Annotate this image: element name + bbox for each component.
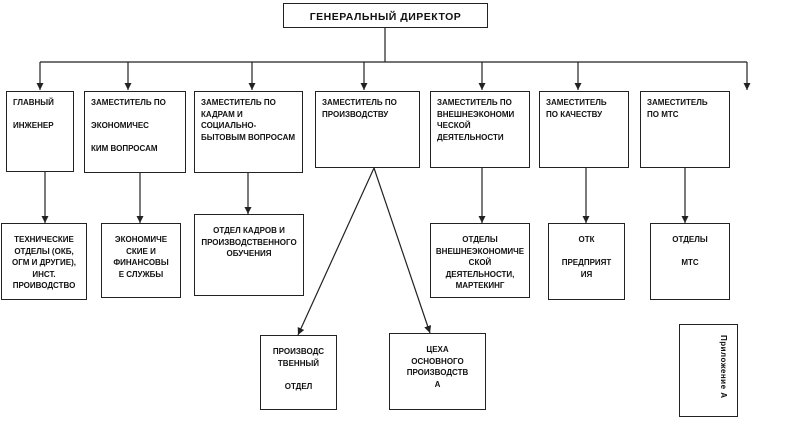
deputy-quality-box: ЗАМЕСТИТЕЛЬ ПО КАЧЕСТВУ bbox=[539, 91, 629, 168]
link-production-workshops bbox=[373, 167, 432, 334]
link-production-department bbox=[297, 167, 375, 336]
technical-departments-box: ТЕХНИЧЕСКИЕ ОТДЕЛЫ (ОКБ, ОГМ и другие), … bbox=[1, 223, 87, 300]
deputy-economics-box: ЗАМЕСТИТЕЛЬ ПО ЭКОНОМИЧЕС КИМ ВОПРОСАМ bbox=[84, 91, 186, 173]
appendix-label-box: Приложение А bbox=[679, 324, 738, 417]
foreign-economic-departments-box: ОТДЕЛЫ ВНЕШНЕЭКОНОМИЧЕ СКОЙ ДЕЯТЕЛЬНОСТИ… bbox=[430, 223, 530, 298]
deputy-personnel-box: ЗАМЕСТИТЕЛЬ ПО КАДРАМ И СОЦИАЛЬНО- БЫТОВ… bbox=[194, 91, 303, 173]
chief-engineer-box: ГЛАВНЫЙ ИНЖЕНЕР bbox=[6, 91, 74, 172]
deputy-mts-box: ЗАМЕСТИТЕЛЬ ПО МТС bbox=[640, 91, 730, 168]
otk-box: ОТК ПРЕДПРИЯТ ИЯ bbox=[548, 223, 625, 300]
economic-financial-services-box: ЭКОНОМИЧЕ СКИЕ И ФИНАНСОВЫ Е СЛУЖБЫ bbox=[101, 223, 181, 298]
general-director-box: ГЕНЕРАЛЬНЫЙ ДИРЕКТОР bbox=[283, 3, 488, 28]
deputy-production-box: ЗАМЕСТИТЕЛЬ ПО ПРОИЗВОДСТВУ bbox=[315, 91, 420, 168]
hr-training-department-box: ОТДЕЛ КАДРОВ И ПРОИЗВОДСТВЕННОГО ОБУЧЕНИ… bbox=[194, 214, 304, 296]
mts-departments-box: ОТДЕЛЫ МТС bbox=[650, 223, 730, 300]
main-production-workshops-box: ЦЕХА ОСНОВНОГО ПРОИЗВОДСТВ А bbox=[389, 333, 486, 410]
deputy-foreign-economic-box: ЗАМЕСТИТЕЛЬ ПО ВНЕШНЕЭКОНОМИ ЧЕСКОЙ ДЕЯТ… bbox=[430, 91, 530, 168]
production-department-box: ПРОИЗВОДС ТВЕННЫЙ ОТДЕЛ bbox=[260, 335, 337, 410]
